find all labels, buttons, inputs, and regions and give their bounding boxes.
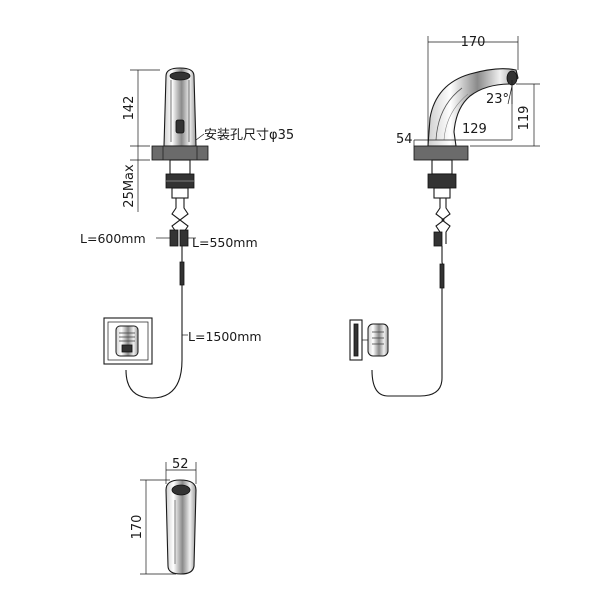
hose-550-label: L=550mm [192,235,258,250]
side-control-box [349,319,389,361]
hose-600-label: L=600mm [80,231,146,246]
front-view: 142 25Max 安装孔尺寸φ35 L=600mm L=550mm L=150… [80,67,294,399]
side-hoses [433,198,451,247]
dim-170-top-text: 170 [130,515,145,540]
front-mounting-plate [151,145,209,161]
dim-119-text: 119 [517,106,532,131]
hole-size-label: 安装孔尺寸φ35 [204,128,294,143]
dim-52: 52 [165,457,197,484]
side-view: 170 23° 119 54 129 [349,35,540,397]
front-hoses [156,198,196,247]
dim-25max-text: 25Max [122,164,137,208]
dim-25max: 25Max [122,146,150,212]
dim-54-text: 54 [396,132,413,147]
top-view: 52 170 [130,457,197,575]
dim-23deg-text: 23° [486,92,509,107]
side-cable [371,246,445,397]
dim-119: 119 [470,83,540,147]
dim-52-text: 52 [172,457,189,472]
front-cable [125,246,188,399]
dim-170-side-text: 170 [461,35,486,50]
front-shank-nut [165,159,195,199]
dim-142-text: 142 [122,96,137,121]
front-sensor-window [175,119,185,134]
dim-54-129: 54 129 [396,84,513,147]
front-control-box [103,317,153,365]
dim-170-top: 170 [130,479,176,575]
cable-1500-label: L=1500mm [188,329,262,344]
side-mounting-plate [413,145,469,161]
dim-142: 142 [122,69,160,147]
dim-170-side: 170 [427,35,519,146]
dim-129-text: 129 [462,122,487,137]
top-faucet-body [165,479,197,575]
front-faucet-body [163,67,197,147]
side-shank-nut [427,159,457,199]
